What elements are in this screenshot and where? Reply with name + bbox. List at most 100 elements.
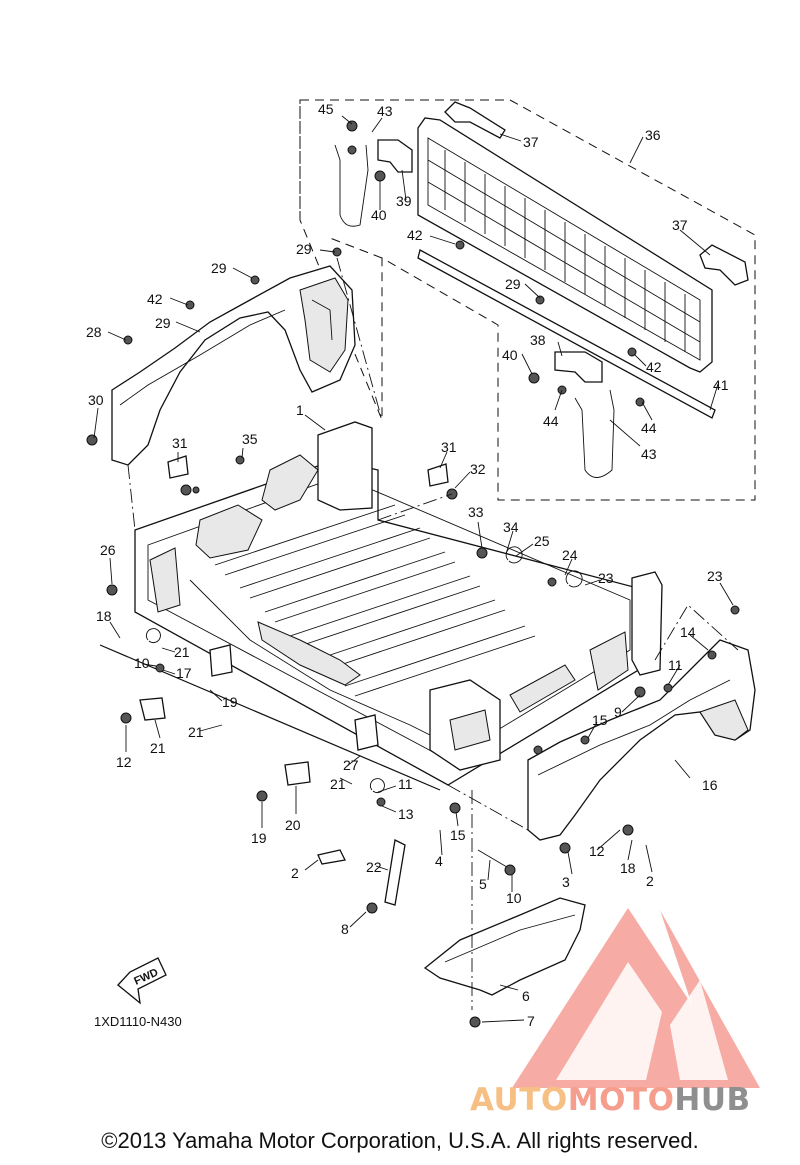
callout-31: 31: [441, 439, 457, 455]
callout-18: 18: [96, 608, 112, 624]
callout-21: 21: [330, 776, 346, 792]
callout-44: 44: [641, 420, 657, 436]
callout-23: 23: [707, 568, 723, 584]
callout-33: 33: [468, 504, 484, 520]
watermark-moto: MOTO: [567, 1082, 675, 1118]
cable-right: [574, 389, 615, 478]
callout-44: 44: [543, 413, 559, 429]
callout-41: 41: [713, 377, 729, 393]
callout-15: 15: [450, 827, 466, 843]
callout-21: 21: [188, 724, 204, 740]
callout-9: 9: [614, 704, 622, 720]
callout-29: 29: [296, 241, 312, 257]
callout-13: 13: [398, 806, 414, 822]
callout-42: 42: [147, 291, 163, 307]
callout-10: 10: [506, 890, 522, 906]
callout-24: 24: [562, 547, 578, 563]
bracket-12b: [284, 761, 311, 786]
callout-23: 23: [598, 570, 614, 586]
watermark-auto: AUTO: [470, 1082, 568, 1118]
callout-12: 12: [116, 754, 132, 770]
bracket-38: [554, 351, 603, 383]
callout-19: 19: [251, 830, 267, 846]
watermark-hub: HUB: [674, 1082, 751, 1118]
callout-29: 29: [211, 260, 227, 276]
hinge-rod: [417, 249, 716, 419]
callout-14: 14: [680, 624, 696, 640]
callout-34: 34: [503, 519, 519, 535]
callout-36: 36: [645, 127, 661, 143]
callout-28: 28: [86, 324, 102, 340]
callout-30: 30: [88, 392, 104, 408]
copyright-notice: ©2013 Yamaha Motor Corporation, U.S.A. A…: [101, 1128, 699, 1153]
callout-19: 19: [222, 694, 238, 710]
latch-right: [699, 244, 749, 286]
bolts-lower: [106, 455, 740, 1028]
callout-37: 37: [672, 217, 688, 233]
right-fender: [527, 639, 756, 841]
callout-20: 20: [285, 817, 301, 833]
callout-31: 31: [172, 435, 188, 451]
clips: [145, 455, 583, 794]
callout-22: 22: [366, 859, 382, 875]
fender-clips: [86, 247, 342, 446]
gas-strut: [384, 839, 406, 906]
callout-32: 32: [470, 461, 486, 477]
callout-21: 21: [174, 644, 190, 660]
bracket-11: [209, 644, 233, 677]
callout-8: 8: [341, 921, 349, 937]
bracket-39: [377, 139, 413, 173]
watermark-text: AUTOMOTOHUB: [470, 1082, 751, 1118]
callout-43: 43: [377, 103, 393, 119]
callout-25: 25: [534, 533, 550, 549]
cargo-bed: [134, 421, 663, 786]
callout-40: 40: [502, 347, 518, 363]
callout-10: 10: [134, 655, 150, 671]
callout-47: 47: [0, 0, 16, 3]
callout-45: 45: [318, 101, 334, 117]
callout-29: 29: [505, 276, 521, 292]
callout-3: 3: [562, 874, 570, 890]
callout-5: 5: [479, 876, 487, 892]
callout-17: 17: [176, 665, 192, 681]
callout-12: 12: [589, 843, 605, 859]
callout-37: 37: [523, 134, 539, 150]
callout-16: 16: [702, 777, 718, 793]
callout-46: 46: [0, 0, 16, 3]
cap-8: [317, 849, 346, 865]
left-fender: [111, 265, 356, 466]
callout-6: 6: [522, 988, 530, 1004]
callout-35: 35: [242, 431, 258, 447]
callout-42: 42: [407, 227, 423, 243]
mud-guard: [423, 897, 586, 996]
diagram-code: 1XD1110-N430: [94, 1014, 182, 1029]
callout-21: 21: [150, 740, 166, 756]
callout-18: 18: [620, 860, 636, 876]
bolts-tailgate: [346, 120, 645, 407]
fwd-arrow-icon: FWD: [117, 957, 167, 1005]
callout-2: 2: [646, 873, 654, 889]
tailgate-panel: [417, 117, 713, 373]
leader-lines: [93, 115, 734, 1023]
callout-39: 39: [396, 193, 412, 209]
callout-29: 29: [155, 315, 171, 331]
callout-7: 7: [527, 1013, 535, 1029]
callout-42: 42: [646, 359, 662, 375]
callout-1: 1: [296, 402, 304, 418]
callout-11: 11: [398, 776, 413, 792]
latch-top: [444, 101, 506, 139]
bracket-11b: [354, 714, 379, 751]
callout-26: 26: [100, 542, 116, 558]
cable-left: [334, 144, 369, 227]
callout-2: 2: [291, 865, 299, 881]
callout-11: 11: [668, 657, 683, 673]
callout-43: 43: [641, 446, 657, 462]
reference-lines: [127, 257, 739, 1010]
bracket-12: [139, 697, 166, 721]
mud-guard-edge: [444, 914, 576, 963]
callout-38: 38: [530, 332, 546, 348]
callout-4: 4: [435, 853, 443, 869]
callout-27: 27: [343, 757, 359, 773]
